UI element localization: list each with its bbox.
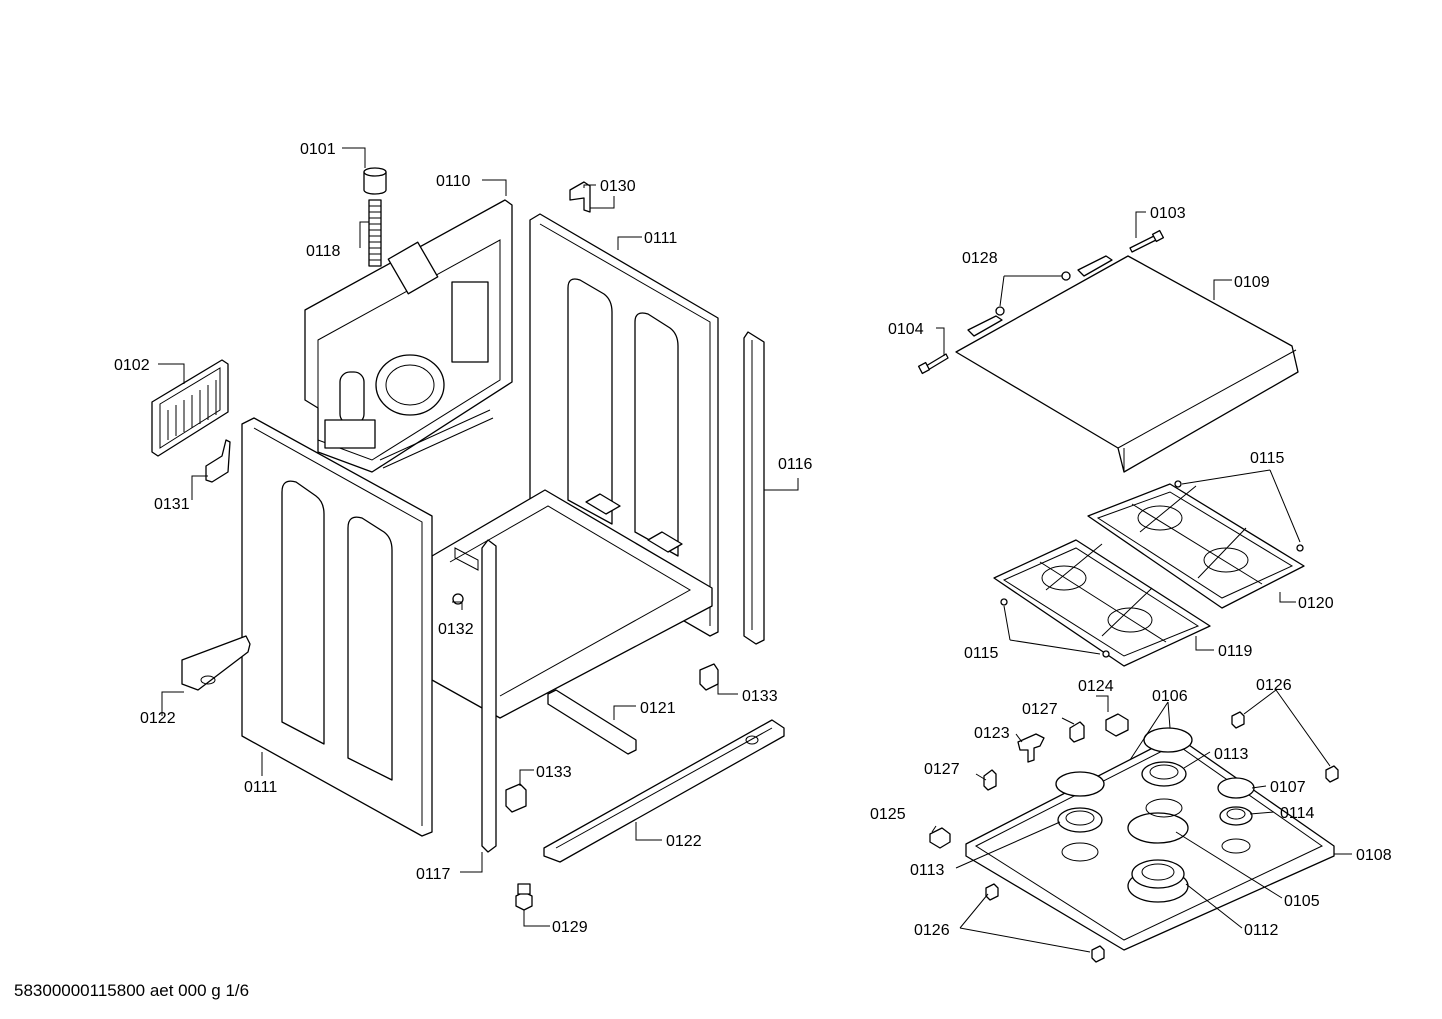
label-0124: 0124 <box>1078 678 1114 695</box>
label-0117: 0117 <box>416 866 451 883</box>
label-0103: 0103 <box>1150 205 1186 222</box>
part-0120-grate[interactable] <box>1087 483 1305 609</box>
label-0127-lower: 0127 <box>924 761 960 778</box>
label-0125: 0125 <box>870 806 906 823</box>
part-0123-connector[interactable] <box>1017 733 1045 763</box>
part-0122-rail-right[interactable] <box>543 719 785 863</box>
label-0123: 0123 <box>974 725 1010 742</box>
part-0116-side-strip[interactable] <box>743 331 765 645</box>
label-0131: 0131 <box>154 496 190 513</box>
label-0133-lower: 0133 <box>536 764 572 781</box>
label-0128: 0128 <box>962 250 998 267</box>
label-0113-lower: 0113 <box>910 862 945 879</box>
part-0131-bracket[interactable] <box>205 439 231 483</box>
label-0106: 0106 <box>1152 688 1188 705</box>
part-0130-bracket[interactable] <box>569 181 591 213</box>
label-0126-upper: 0126 <box>1256 677 1292 694</box>
part-0109-lid[interactable] <box>955 255 1299 473</box>
label-0119: 0119 <box>1218 643 1253 660</box>
part-0104-screw[interactable] <box>917 353 949 375</box>
part-0125-clip[interactable] <box>929 827 951 849</box>
part-hinge-front[interactable] <box>967 315 1003 337</box>
label-0115-upper: 0115 <box>1250 450 1285 467</box>
part-0127-clip-upper[interactable] <box>1069 721 1085 743</box>
part-0124-clip[interactable] <box>1105 713 1129 737</box>
label-0113-upper: 0113 <box>1214 746 1249 763</box>
label-0104: 0104 <box>888 321 924 338</box>
part-floor-tray[interactable] <box>431 489 713 719</box>
part-0107-burner-cap[interactable] <box>1217 777 1255 799</box>
part-labels: 0101 0110 0130 0118 0111 0102 0116 0131 … <box>114 141 1392 939</box>
part-0122-rail-left[interactable] <box>181 635 251 691</box>
part-0106-burner-cap[interactable] <box>1055 727 1193 797</box>
leader-lines <box>158 147 1352 953</box>
label-0109: 0109 <box>1234 274 1270 291</box>
label-0132: 0132 <box>438 621 474 638</box>
label-0116: 0116 <box>778 456 813 473</box>
part-0103-screw[interactable] <box>1129 229 1165 253</box>
part-0118-hose[interactable] <box>368 199 382 267</box>
document-footer-code: 58300000115800 aet 000 g 1/6 <box>14 981 250 1000</box>
part-0133-clip-lower[interactable] <box>505 783 527 813</box>
label-0126-lower: 0126 <box>914 922 950 939</box>
label-0120: 0120 <box>1298 595 1334 612</box>
label-0102: 0102 <box>114 357 150 374</box>
label-0107: 0107 <box>1270 779 1306 796</box>
label-0121: 0121 <box>640 700 676 717</box>
label-0118: 0118 <box>306 243 341 260</box>
label-0111-left: 0111 <box>244 779 277 796</box>
part-0112-burner[interactable] <box>1127 859 1189 903</box>
label-0111-right: 0111 <box>644 230 677 247</box>
label-0133-upper: 0133 <box>742 688 778 705</box>
part-hob-openings <box>1061 798 1251 862</box>
part-0114-burner[interactable] <box>1219 806 1253 826</box>
label-0110: 0110 <box>436 173 471 190</box>
label-0115-lower: 0115 <box>964 645 999 662</box>
part-0129-foot[interactable] <box>515 883 533 911</box>
part-0127-clip-lower[interactable] <box>983 769 997 791</box>
part-0102-fan-cover[interactable] <box>151 359 229 457</box>
part-0117-front-strip[interactable] <box>481 539 497 853</box>
part-0101-cap[interactable] <box>363 167 387 195</box>
label-0129: 0129 <box>552 919 588 936</box>
label-0122-left: 0122 <box>140 710 176 727</box>
label-0130: 0130 <box>600 178 636 195</box>
label-0127-upper: 0127 <box>1022 701 1058 718</box>
label-0101: 0101 <box>300 141 336 158</box>
label-0108: 0108 <box>1356 847 1392 864</box>
part-0110-back-panel[interactable] <box>304 199 513 473</box>
part-0113-burner[interactable] <box>1057 761 1187 833</box>
part-0115-rubber-feet[interactable] <box>1000 480 1304 658</box>
part-0119-grate[interactable] <box>993 539 1211 667</box>
label-0112: 0112 <box>1244 922 1279 939</box>
label-0122-right: 0122 <box>666 833 702 850</box>
part-0121-rail[interactable] <box>547 689 637 755</box>
part-0128-cap[interactable] <box>995 271 1071 316</box>
label-0114: 0114 <box>1280 805 1315 822</box>
part-0111-side-panel-left[interactable] <box>241 417 433 837</box>
part-hinge-rear[interactable] <box>1077 255 1113 277</box>
part-0105-burner-cap[interactable] <box>1127 812 1189 844</box>
label-0105: 0105 <box>1284 893 1320 910</box>
part-0133-clip-upper[interactable] <box>699 663 719 691</box>
